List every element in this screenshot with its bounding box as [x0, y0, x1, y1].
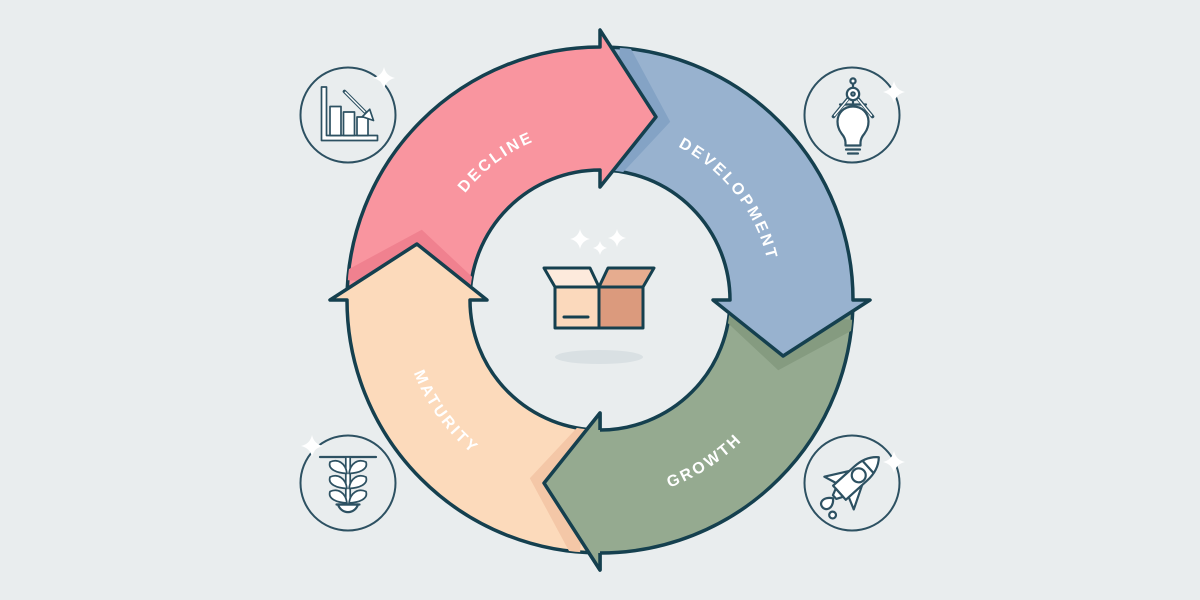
rocket-exhaust-puff-small — [828, 510, 838, 520]
sparkle-icon — [373, 67, 395, 89]
lightbulb — [836, 105, 870, 147]
plant-icon — [299, 434, 397, 532]
sparkle-icon — [301, 435, 323, 457]
icon-circle — [299, 66, 397, 164]
chart-axis — [320, 86, 379, 142]
decline-arrow-head — [361, 108, 375, 122]
icon-circle — [299, 434, 397, 532]
sparkle-icon — [570, 229, 590, 249]
plant-pot — [336, 503, 360, 514]
plant-leaf — [328, 459, 348, 475]
box-shadow — [555, 350, 643, 364]
declining-chart-icon — [299, 66, 397, 164]
rocket-nose-seam — [861, 459, 875, 475]
plant-leaf — [348, 459, 368, 475]
chart-bar — [329, 105, 342, 137]
plant-leaf — [328, 489, 348, 504]
chart-bar — [356, 116, 369, 137]
decline-arrow-shaft-core — [344, 91, 366, 113]
box-left-face — [553, 285, 601, 330]
rocket-icon — [803, 434, 905, 532]
box-right-face — [597, 285, 645, 330]
rocket-rotated-group — [819, 456, 880, 520]
compass-pivot-hole — [850, 91, 856, 97]
rocket-exhaust-puff — [819, 496, 835, 511]
sparkle-icon — [883, 81, 905, 103]
lifecycle-ring — [328, 28, 872, 572]
segment-growth-arrowhead — [542, 411, 602, 572]
box-left-flap — [542, 266, 601, 289]
sparkle-icon — [883, 451, 905, 473]
sparkle-icon — [593, 241, 607, 255]
compass-knob — [849, 77, 857, 85]
plant-leaf — [348, 489, 368, 504]
compass-lightbulb-icon — [803, 66, 905, 164]
icon-circle — [803, 434, 901, 532]
plant-leaf — [328, 474, 348, 490]
box-right-flap — [597, 266, 656, 289]
rocket-window — [850, 467, 867, 484]
chart-bar — [342, 111, 356, 137]
rocket-nozzle — [831, 487, 845, 501]
compass-leg-left-core — [833, 98, 849, 117]
icon-circle — [803, 66, 901, 164]
sparkle-icon — [608, 229, 626, 247]
open-box-icon — [542, 229, 656, 364]
plant-leaf — [348, 474, 368, 490]
compass-leg-right-core — [857, 98, 873, 117]
